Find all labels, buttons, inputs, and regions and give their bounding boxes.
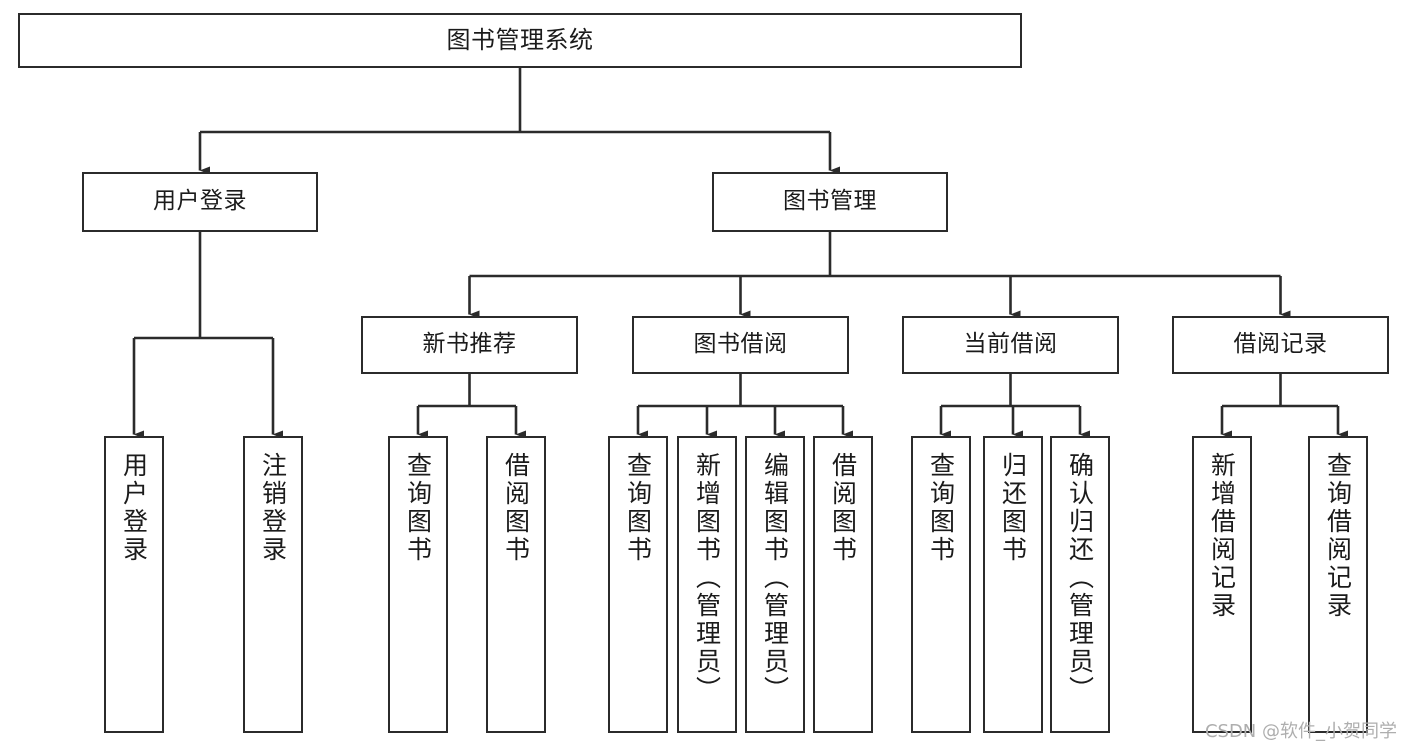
node-leaf-bk-edit[interactable]: 编辑图书（管理员） [745, 436, 805, 733]
node-label-root: 图书管理系统 [446, 26, 594, 55]
node-leaf-cur-confirm[interactable]: 确认归还（管理员） [1050, 436, 1110, 733]
csdn-watermark: CSDN @软件_小贺同学 [1204, 721, 1397, 742]
node-label-leaf-nb-borrow: 借阅图书 [501, 452, 531, 564]
node-leaf-bk-add[interactable]: 新增图书（管理员） [677, 436, 737, 733]
node-root[interactable]: 图书管理系统 [18, 13, 1022, 68]
node-label-leaf-rec-add: 新增借阅记录 [1207, 452, 1237, 620]
node-leaf-bk-query[interactable]: 查询图书 [608, 436, 668, 733]
node-label-leaf-bk-add: 新增图书（管理员） [692, 452, 722, 704]
node-records[interactable]: 借阅记录 [1172, 316, 1389, 374]
node-label-leaf-user-login: 用户登录 [119, 452, 149, 564]
node-label-leaf-user-logout: 注销登录 [258, 452, 288, 564]
node-label-newbook: 新书推荐 [422, 331, 517, 358]
node-newbook[interactable]: 新书推荐 [361, 316, 578, 374]
node-label-leaf-cur-return: 归还图书 [998, 452, 1028, 564]
node-leaf-user-logout[interactable]: 注销登录 [243, 436, 303, 733]
node-label-leaf-bk-edit: 编辑图书（管理员） [760, 452, 790, 704]
node-label-login: 用户登录 [153, 188, 247, 215]
node-leaf-rec-add[interactable]: 新增借阅记录 [1192, 436, 1252, 733]
node-borrow[interactable]: 图书借阅 [632, 316, 849, 374]
node-label-leaf-nb-query: 查询图书 [403, 452, 433, 564]
node-label-leaf-rec-query: 查询借阅记录 [1323, 452, 1353, 620]
node-label-borrow: 图书借阅 [693, 331, 788, 358]
node-leaf-rec-query[interactable]: 查询借阅记录 [1308, 436, 1368, 733]
node-bookmgmt[interactable]: 图书管理 [712, 172, 948, 232]
node-label-leaf-cur-confirm: 确认归还（管理员） [1065, 452, 1095, 704]
node-login[interactable]: 用户登录 [82, 172, 318, 232]
node-leaf-bk-borrow[interactable]: 借阅图书 [813, 436, 873, 733]
node-leaf-nb-query[interactable]: 查询图书 [388, 436, 448, 733]
node-label-leaf-bk-borrow: 借阅图书 [828, 452, 858, 564]
node-label-leaf-bk-query: 查询图书 [623, 452, 653, 564]
node-leaf-user-login[interactable]: 用户登录 [104, 436, 164, 733]
node-leaf-nb-borrow[interactable]: 借阅图书 [486, 436, 546, 733]
node-current[interactable]: 当前借阅 [902, 316, 1119, 374]
node-label-records: 借阅记录 [1233, 331, 1328, 358]
node-label-bookmgmt: 图书管理 [783, 188, 877, 215]
node-label-current: 当前借阅 [963, 331, 1058, 358]
node-leaf-cur-query[interactable]: 查询图书 [911, 436, 971, 733]
node-label-leaf-cur-query: 查询图书 [926, 452, 956, 564]
node-leaf-cur-return[interactable]: 归还图书 [983, 436, 1043, 733]
